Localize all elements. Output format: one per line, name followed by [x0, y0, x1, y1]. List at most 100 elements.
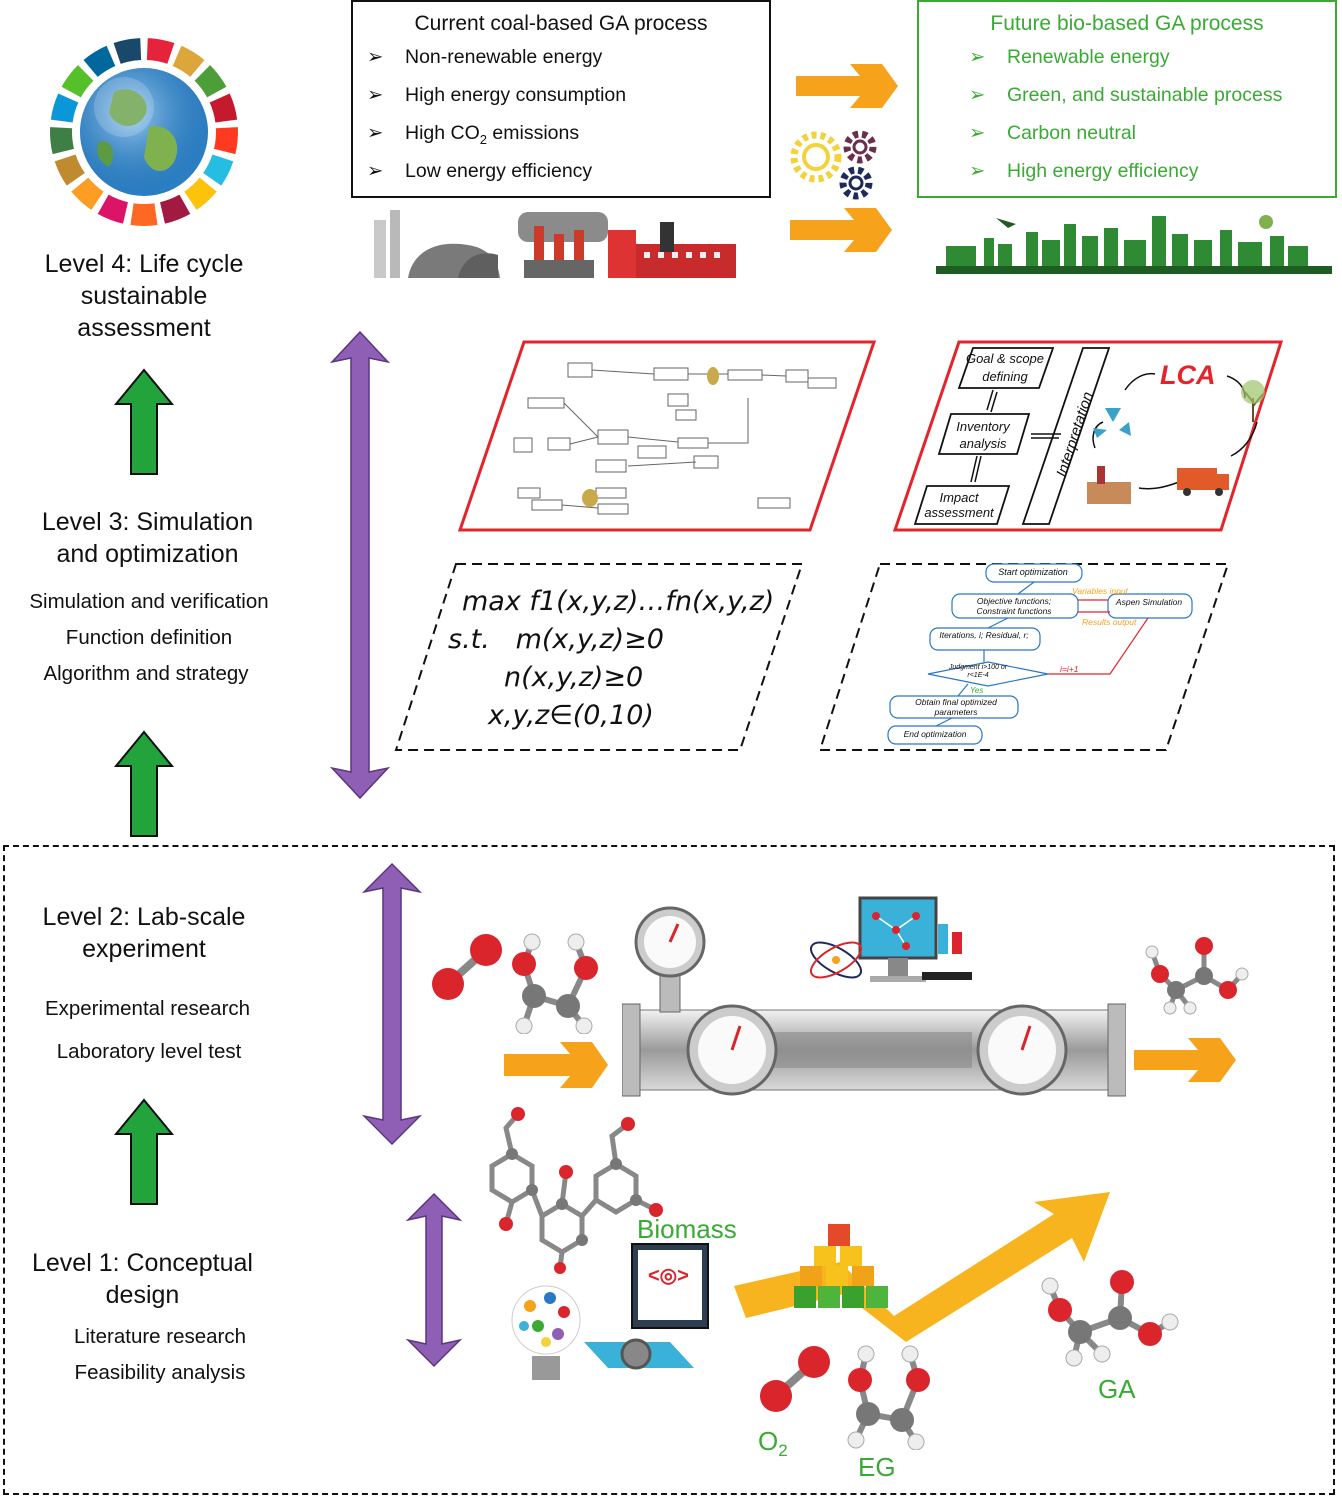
purple-double-arrow-icon [329, 330, 391, 800]
eg-label: EG [858, 1452, 896, 1482]
sdg-segment [160, 194, 191, 224]
sdg-segment [54, 154, 85, 186]
formula-panel [394, 560, 806, 754]
goal-scope-label: Goal & scope defining [965, 351, 1045, 384]
purple-double-arrow-icon [404, 1192, 464, 1368]
o2-molecule-icon [756, 1344, 836, 1416]
ga-molecule-icon [1036, 1266, 1182, 1376]
impact-label: Impact assessment [924, 490, 994, 520]
sdg-segment [194, 65, 227, 98]
pressure-gauge-icon [686, 1004, 778, 1096]
sdg-ring [50, 38, 238, 226]
reactor-tube-icon [621, 906, 1127, 1102]
flowchart-results: Results output [1082, 617, 1137, 627]
coal-item: ➢Non-renewable energy [367, 46, 603, 68]
flowchart-variables: Variables input [1072, 586, 1128, 596]
bio-process-title: Future bio-based GA process [990, 12, 1264, 35]
eg-molecule-icon [504, 930, 608, 1035]
pressure-gauge-icon [634, 906, 706, 978]
formula-line4: x,y,z∈(0,10) [488, 700, 654, 731]
coal-item: ➢High energy consumption [367, 84, 627, 106]
aspen-flowsheet-panel [457, 338, 878, 534]
globe-sdg-icon [48, 36, 240, 228]
level1-label: Level 1: Conceptual design [32, 1249, 253, 1309]
orange-arrow-icon [796, 62, 900, 110]
ga-label: GA [1098, 1374, 1136, 1404]
bio-item: ➢Renewable energy [969, 46, 1170, 68]
sdg-segment [61, 65, 94, 98]
green-city-icon [936, 210, 1332, 274]
formula-line1: max f1(x,y,z)…fn(x,y,z) [462, 586, 775, 617]
ga-molecule-icon [1140, 932, 1254, 1016]
interpretation-box [1021, 347, 1111, 525]
level2-item-laboratory: Laboratory level test [56, 1040, 242, 1063]
sdg-segment [172, 45, 205, 77]
level2-label: Level 2: Lab-scale experiment [42, 903, 246, 963]
growth-arrow-icon [734, 1190, 1114, 1370]
lca-title: LCA [1160, 360, 1216, 390]
impact-box [913, 485, 1011, 525]
sdg-segment [113, 38, 142, 64]
orange-arrow-icon [790, 206, 894, 254]
coal-process-box: Current coal-based GA process ➢Non-renew… [351, 0, 771, 198]
sdg-segment [83, 45, 116, 77]
sdg-segment [203, 154, 234, 186]
flowchart-judgment: Judgment i>100 or r<1E-4 [948, 664, 1008, 679]
optimization-flowchart-panel [818, 560, 1232, 754]
flowchart-end: End optimization [903, 729, 967, 739]
bio-item: ➢Carbon neutral [969, 122, 1136, 144]
up-arrow-icon [113, 730, 175, 838]
gears-icon [786, 125, 882, 203]
formula-line2: s.t. m(x,y,z)≥0 [448, 624, 664, 655]
bio-item: ➢High energy efficiency [969, 160, 1199, 182]
up-arrow-icon [113, 368, 175, 476]
level1-item-literature: Literature research [73, 1325, 247, 1348]
sdg-segment [97, 194, 128, 224]
level1-item-feasibility: Feasibility analysis [74, 1361, 246, 1384]
o2-molecule-icon [428, 932, 508, 1004]
up-arrow-icon [113, 1098, 175, 1206]
sdg-segment [50, 93, 79, 123]
lightbulb-ideas-icon [508, 1282, 584, 1386]
inventory-box [937, 413, 1031, 455]
coal-item: ➢Low energy efficiency [367, 160, 593, 182]
flowchart-start: Start optimization [998, 567, 1068, 577]
sdg-segment [71, 177, 104, 210]
level3-label: Level 3: Simulation and optimization [41, 508, 254, 568]
goal-scope-box [957, 347, 1055, 389]
level4-label: Level 4: Life cycle sustainable assessme… [44, 250, 244, 342]
level3-item-function: Function definition [65, 626, 233, 649]
biomass-label: Biomass [637, 1214, 737, 1244]
orange-arrow-icon [504, 1040, 610, 1090]
bio-process-box: Future bio-based GA process ➢Renewable e… [917, 0, 1337, 198]
sdg-segment [209, 93, 238, 123]
level3-item-simulation: Simulation and verification [29, 590, 269, 613]
flowchart-objective: Objective functions; Constraint function… [976, 596, 1052, 616]
flowchart-obtain: Obtain final optimized parameters [915, 697, 997, 717]
sdg-segment [146, 38, 175, 64]
coal-process-title: Current coal-based GA process [414, 12, 708, 35]
sdg-segment [184, 177, 217, 210]
level3-item-algorithm: Algorithm and strategy [43, 662, 249, 685]
formula-line3: n(x,y,z)≥0 [504, 662, 644, 693]
eg-molecule-icon [838, 1340, 938, 1451]
flowchart-yes: Yes [970, 686, 984, 695]
computer-science-icon [806, 896, 974, 992]
flowchart-increment: i=i+1 [1060, 664, 1079, 674]
svg-text:<◎>: <◎> [648, 1265, 689, 1287]
pressure-gauge-icon [976, 1004, 1068, 1096]
purple-double-arrow-icon [361, 862, 423, 1146]
sdg-segment [50, 127, 75, 155]
lignin-biomass-molecule-icon [462, 1106, 672, 1274]
lca-panel [892, 338, 1285, 534]
sdg-segment [130, 203, 158, 226]
sdg-segment [213, 127, 238, 155]
flowchart-aspen: Aspen Simulation [1115, 597, 1183, 607]
coal-factory-icon [368, 200, 738, 282]
lab-region-border [3, 845, 1335, 1495]
coal-item: ➢High CO2 emissions [367, 122, 580, 147]
o2-label: O2 [758, 1426, 788, 1461]
computer-code-icon: <◎> [574, 1242, 740, 1384]
bio-item: ➢Green, and sustainable process [969, 84, 1283, 106]
inventory-label: Inventory analysis [956, 419, 1010, 451]
